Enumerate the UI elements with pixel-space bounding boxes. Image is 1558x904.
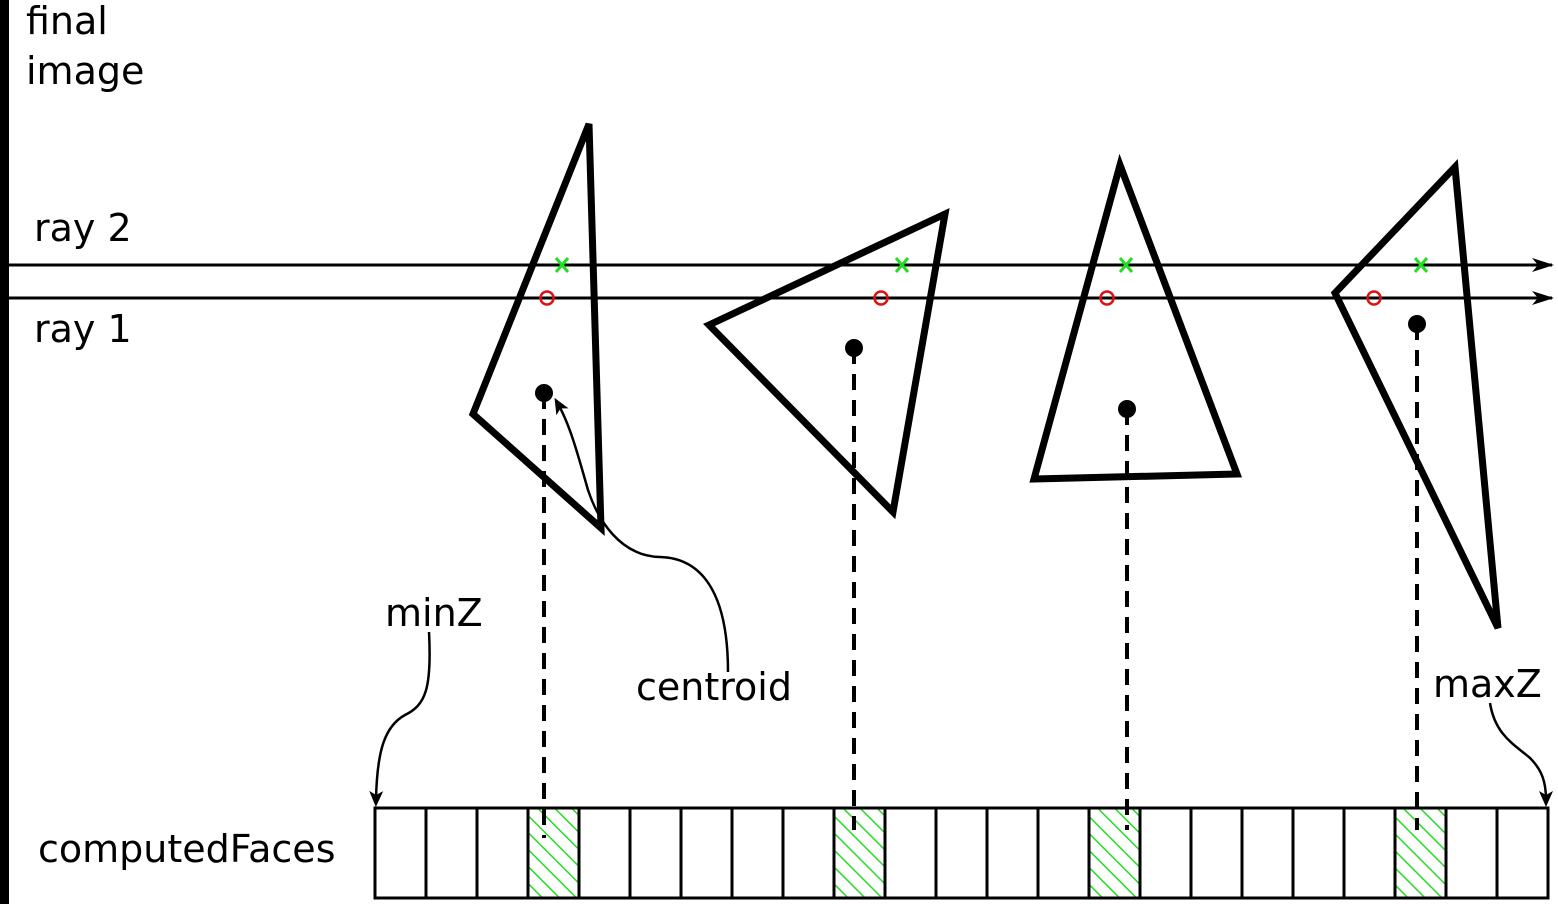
computed-face-cell-highlighted [832, 806, 887, 900]
computed-face-cell [985, 806, 1040, 900]
computed-face-cell [1138, 806, 1193, 900]
triangle-2 [703, 207, 950, 520]
triangle-3 [1029, 153, 1243, 483]
centroid-label: centroid [636, 665, 792, 709]
ray2-hit-mark-4 [1413, 257, 1429, 273]
ray2-hit-mark-2 [894, 257, 910, 273]
computed-face-cell [730, 806, 785, 900]
computed-face-cell [1036, 806, 1091, 900]
ray2-label: ray 2 [34, 206, 132, 250]
computed-face-cell [934, 806, 989, 900]
computed-face-cell [679, 806, 734, 900]
ray1-hit-mark-2 [873, 290, 889, 306]
computed-face-cell [883, 806, 938, 900]
final-image-label-line1: final [26, 0, 108, 43]
computed-face-cell [781, 806, 836, 900]
computed-face-cell [373, 806, 428, 900]
computed-face-cell-highlighted [526, 806, 581, 900]
ray2-hit-mark-3 [1118, 257, 1134, 273]
computed-face-cell-highlighted [1393, 806, 1448, 900]
ray1-hit-mark-3 [1099, 290, 1115, 306]
computed-face-cell [577, 806, 632, 900]
computed-face-cell [1444, 806, 1499, 900]
computed-face-cell [1240, 806, 1295, 900]
min-z-label: minZ [385, 591, 483, 635]
max-z-label: maxZ [1433, 662, 1542, 706]
ray1-label: ray 1 [34, 307, 132, 351]
ray1-hit-mark-1 [539, 290, 555, 306]
final-image-label: final image [26, 0, 144, 93]
computed-faces-array [373, 806, 1550, 900]
max-z-pointer-curve [1488, 702, 1553, 807]
computed-face-cell [1342, 806, 1397, 900]
centroid-pointer-curve [554, 397, 730, 673]
computed-face-cell [1189, 806, 1244, 900]
computed-face-cell [424, 806, 479, 900]
ray1-hit-mark-4 [1366, 290, 1382, 306]
computed-faces-label: computedFaces [38, 827, 336, 871]
ray2-hit-mark-1 [554, 257, 570, 273]
computed-face-cell [1495, 806, 1550, 900]
computed-face-cell [475, 806, 530, 900]
min-z-pointer-curve [369, 631, 431, 807]
triangle-1 [468, 122, 605, 537]
final-image-plane [0, 0, 9, 904]
computed-face-cell-highlighted [1087, 806, 1142, 900]
computed-face-cell [628, 806, 683, 900]
computed-face-cell [1291, 806, 1346, 900]
final-image-label-line2: image [26, 49, 144, 93]
